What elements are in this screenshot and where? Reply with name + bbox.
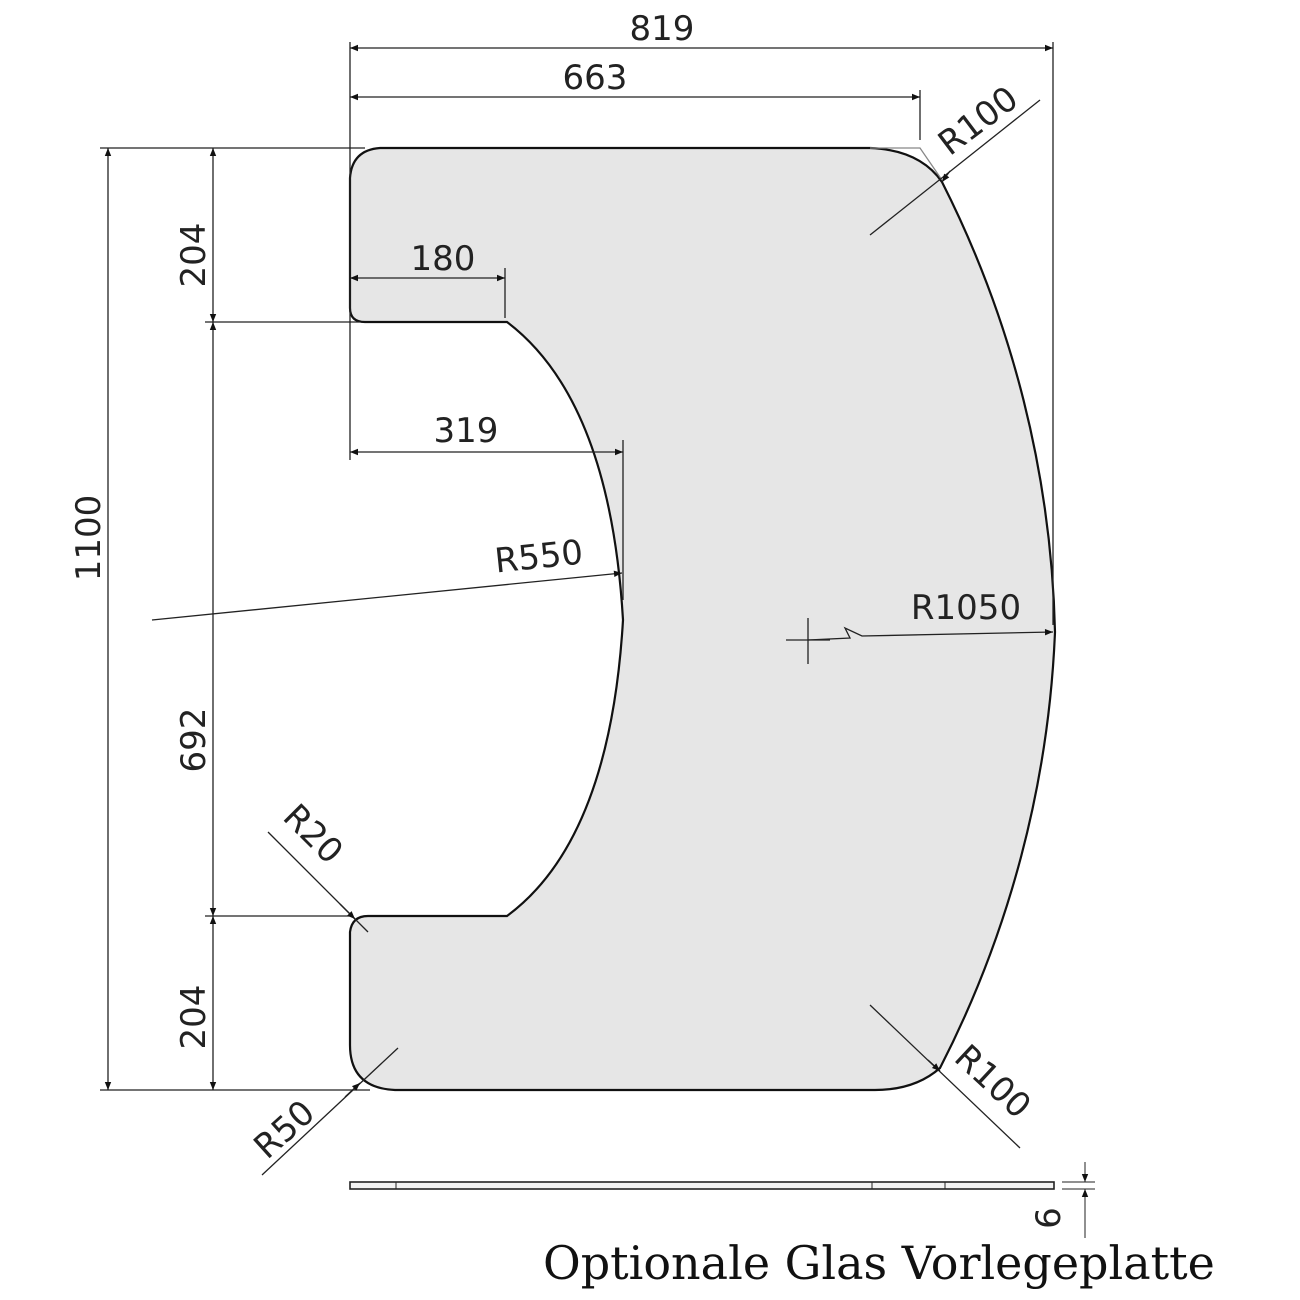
leader-r550 bbox=[151, 570, 623, 621]
dim-204-top: 204 bbox=[174, 223, 214, 288]
dim-204-bottom: 204 bbox=[174, 985, 214, 1050]
drawing-title: Optionale Glas Vorlegeplatte bbox=[543, 1236, 1215, 1290]
dim-319: 319 bbox=[434, 411, 499, 451]
center-mark-icon bbox=[786, 618, 830, 664]
dim-r550: R550 bbox=[493, 533, 585, 582]
side-view bbox=[349, 1162, 1095, 1238]
dim-thickness: 6 bbox=[1029, 1207, 1069, 1229]
dim-r1050: R1050 bbox=[911, 588, 1021, 628]
dim-r50: R50 bbox=[246, 1093, 322, 1167]
dim-r20: R20 bbox=[275, 796, 351, 872]
dim-819: 819 bbox=[630, 9, 695, 49]
dim-663: 663 bbox=[563, 58, 628, 98]
dim-180: 180 bbox=[411, 239, 476, 279]
leader-r50 bbox=[261, 1047, 399, 1176]
dim-1100: 1100 bbox=[69, 495, 109, 582]
leader-r1050 bbox=[807, 626, 1054, 641]
leader-r100-top bbox=[869, 99, 1041, 236]
glass-plate-outline bbox=[348, 146, 1057, 1092]
extension-lines bbox=[100, 42, 1054, 1091]
dim-r100-top: R100 bbox=[931, 79, 1026, 164]
dim-r100-bottom: R100 bbox=[946, 1037, 1038, 1127]
leader-r100-bottom bbox=[869, 1004, 1021, 1149]
dim-692: 692 bbox=[174, 708, 214, 773]
